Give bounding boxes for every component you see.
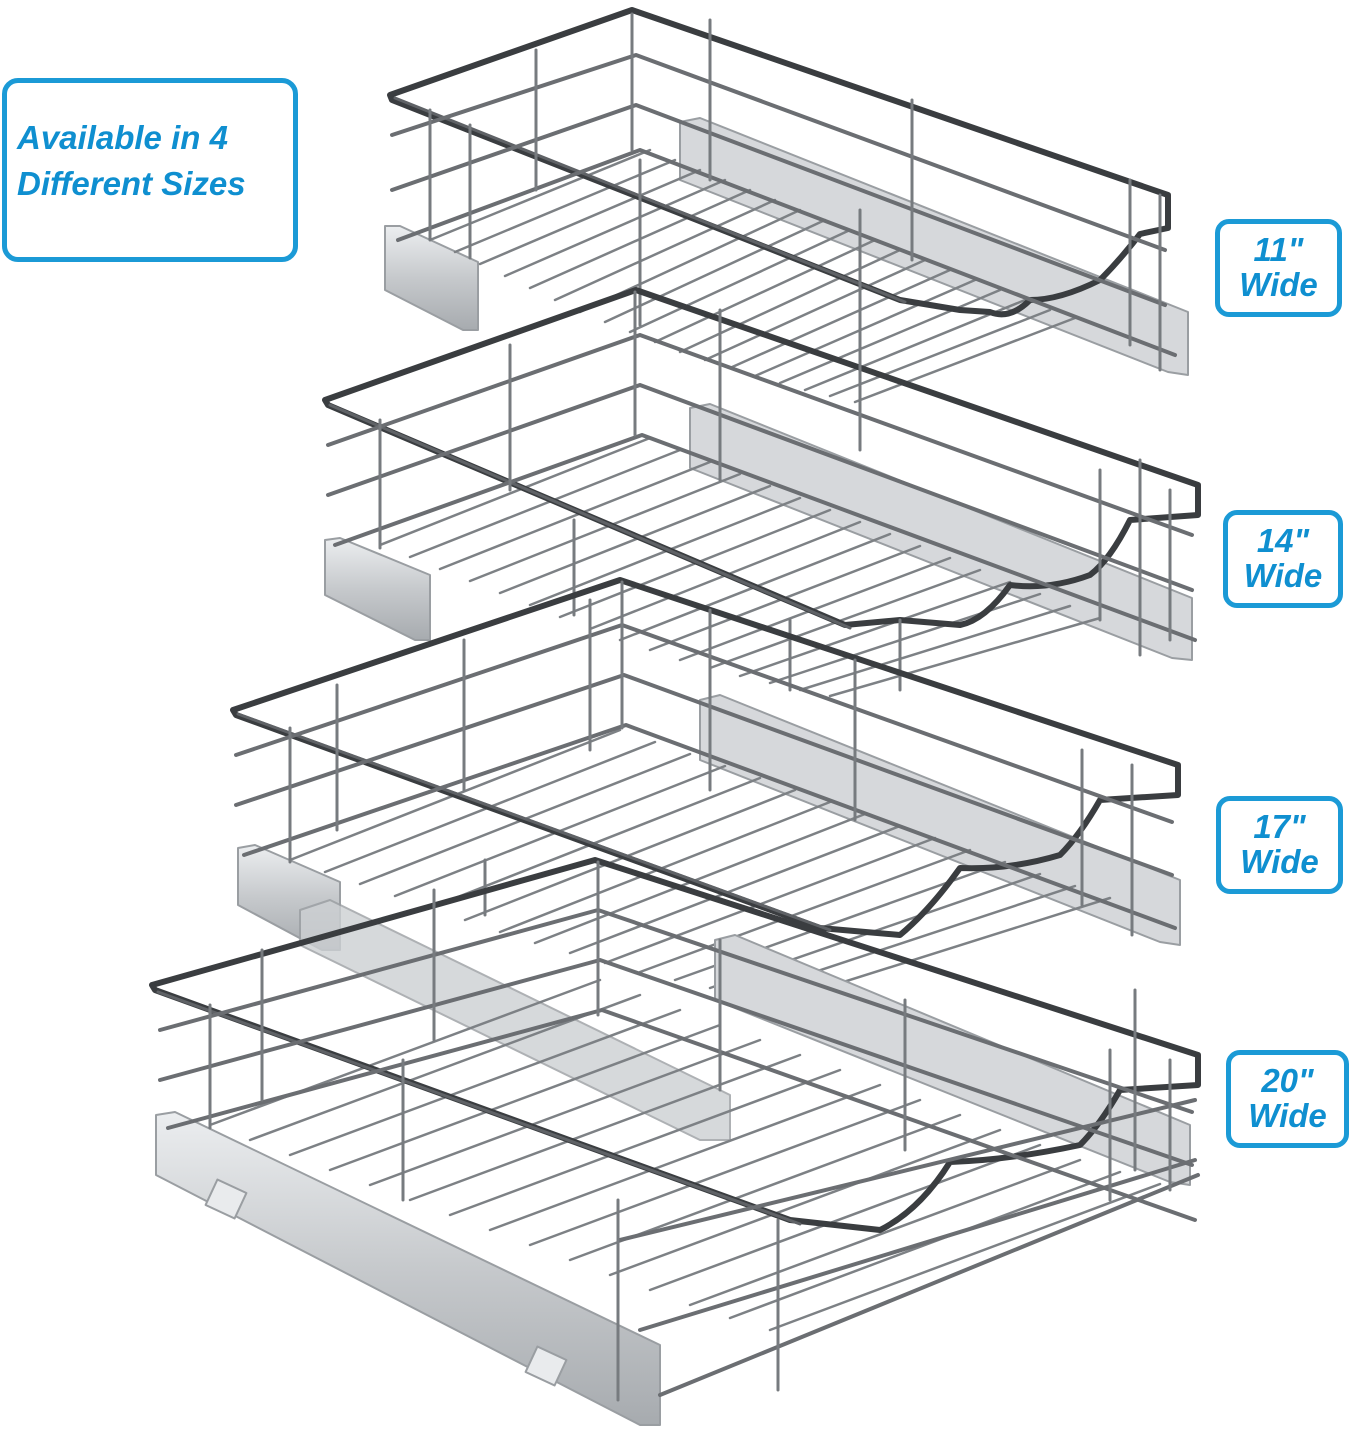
basket-14-inch bbox=[322, 287, 1201, 698]
size-tag-width: 20" bbox=[1261, 1062, 1314, 1100]
basket-14-back-rail bbox=[689, 403, 1193, 661]
size-tag-11-inch: 11" Wide bbox=[1215, 219, 1342, 317]
size-tag-label: Wide bbox=[1239, 266, 1318, 303]
basket-11-inch bbox=[384, 7, 1189, 404]
callout-line-1: Available in 4 bbox=[17, 119, 228, 156]
size-tag-20-inch: 20" Wide bbox=[1226, 1050, 1349, 1148]
callout-line-2: Different Sizes bbox=[17, 165, 246, 203]
size-tag-label: Wide bbox=[1240, 843, 1319, 880]
available-sizes-callout: Available in 4 Different Sizes bbox=[2, 78, 298, 262]
basket-20-inch bbox=[149, 857, 1201, 1426]
size-tag-label: Wide bbox=[1248, 1097, 1327, 1134]
size-tag-width: 11" bbox=[1253, 231, 1304, 269]
basket-14-left-rail bbox=[324, 537, 431, 641]
basket-17-back-rail bbox=[699, 694, 1181, 946]
size-tag-width: 14" bbox=[1256, 522, 1310, 560]
size-tag-14-inch: 14" Wide bbox=[1223, 510, 1343, 608]
size-tag-width: 17" bbox=[1253, 808, 1306, 846]
size-tag-label: Wide bbox=[1243, 557, 1323, 594]
basket-20-left-rail bbox=[155, 1111, 661, 1426]
size-tag-17-inch: 17" Wide bbox=[1216, 796, 1343, 894]
